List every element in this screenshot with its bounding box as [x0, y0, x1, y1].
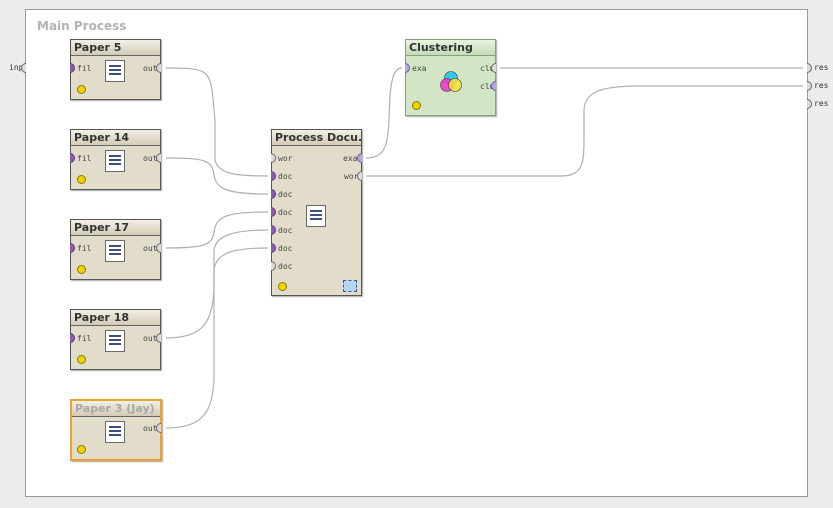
result-port-label-2: res — [814, 81, 829, 90]
document-icon — [105, 60, 125, 82]
port-label-wor: wor — [278, 154, 293, 163]
venn-cluster-icon — [440, 71, 462, 92]
result-port-label-3: res — [814, 99, 829, 108]
paper17-output-port[interactable] — [156, 243, 161, 253]
result-port-label-1: res — [814, 63, 829, 72]
clustering-output-clu-1[interactable] — [491, 63, 496, 73]
port-label-clu: clu — [480, 64, 495, 73]
status-ok-icon — [77, 85, 86, 94]
operator-title: Clustering — [406, 40, 495, 56]
document-icon — [105, 240, 125, 262]
port-label-doc: doc — [278, 208, 293, 217]
port-label-out: out — [143, 64, 158, 73]
port-label-fil: fil — [77, 64, 92, 73]
status-ok-icon — [278, 282, 287, 291]
clustering-output-clu-2[interactable] — [491, 81, 496, 91]
port-label-clu: clu — [480, 82, 495, 91]
input-port-inp[interactable] — [21, 63, 26, 73]
paper18-output-port[interactable] — [156, 333, 161, 343]
operator-paper-17[interactable]: Paper 17 fil out — [70, 219, 161, 280]
process-documents-output-wor[interactable] — [357, 171, 362, 181]
port-label-doc: doc — [278, 244, 293, 253]
port-label-exa: exa — [412, 64, 427, 73]
operator-paper-3-jay[interactable]: Paper 3 (Jay) out — [70, 399, 162, 461]
document-icon — [105, 421, 125, 443]
process-title: Main Process — [37, 19, 127, 33]
status-ok-icon — [77, 445, 86, 454]
port-label-fil: fil — [77, 334, 92, 343]
operator-clustering[interactable]: Clustering exa clu clu — [405, 39, 496, 116]
operator-title: Paper 17 — [71, 220, 160, 236]
status-ok-icon — [77, 265, 86, 274]
document-icon — [306, 205, 326, 227]
operator-title: Paper 3 (Jay) — [72, 401, 160, 417]
paper14-output-port[interactable] — [156, 153, 161, 163]
input-port-label: inp — [9, 63, 24, 72]
operator-title: Paper 18 — [71, 310, 160, 326]
port-label-out: out — [143, 154, 158, 163]
document-icon — [105, 330, 125, 352]
operator-paper-14[interactable]: Paper 14 fil out — [70, 129, 161, 190]
port-label-doc: doc — [278, 190, 293, 199]
port-label-wor: wor — [344, 172, 359, 181]
operator-paper-5[interactable]: Paper 5 fil out — [70, 39, 161, 100]
port-label-fil: fil — [77, 244, 92, 253]
status-ok-icon — [77, 355, 86, 364]
port-label-doc: doc — [278, 172, 293, 181]
operator-paper-18[interactable]: Paper 18 fil out — [70, 309, 161, 370]
subprocess-icon[interactable] — [343, 280, 357, 292]
operator-title: Paper 5 — [71, 40, 160, 56]
paper3-output-port[interactable] — [156, 423, 161, 433]
port-label-doc: doc — [278, 226, 293, 235]
document-icon — [105, 150, 125, 172]
status-ok-icon — [412, 101, 421, 110]
port-label-doc: doc — [278, 262, 293, 271]
port-label-exa: exa — [343, 154, 358, 163]
paper5-output-port[interactable] — [156, 63, 161, 73]
process-documents-output-exa[interactable] — [357, 153, 362, 163]
operator-process-documents[interactable]: Process Docu... wor doc doc doc doc doc … — [271, 129, 362, 296]
operator-title: Paper 14 — [71, 130, 160, 146]
port-label-out: out — [143, 334, 158, 343]
port-label-out: out — [143, 244, 158, 253]
port-label-fil: fil — [77, 154, 92, 163]
port-label-out: out — [143, 424, 158, 433]
status-ok-icon — [77, 175, 86, 184]
operator-title: Process Docu... — [272, 130, 361, 146]
